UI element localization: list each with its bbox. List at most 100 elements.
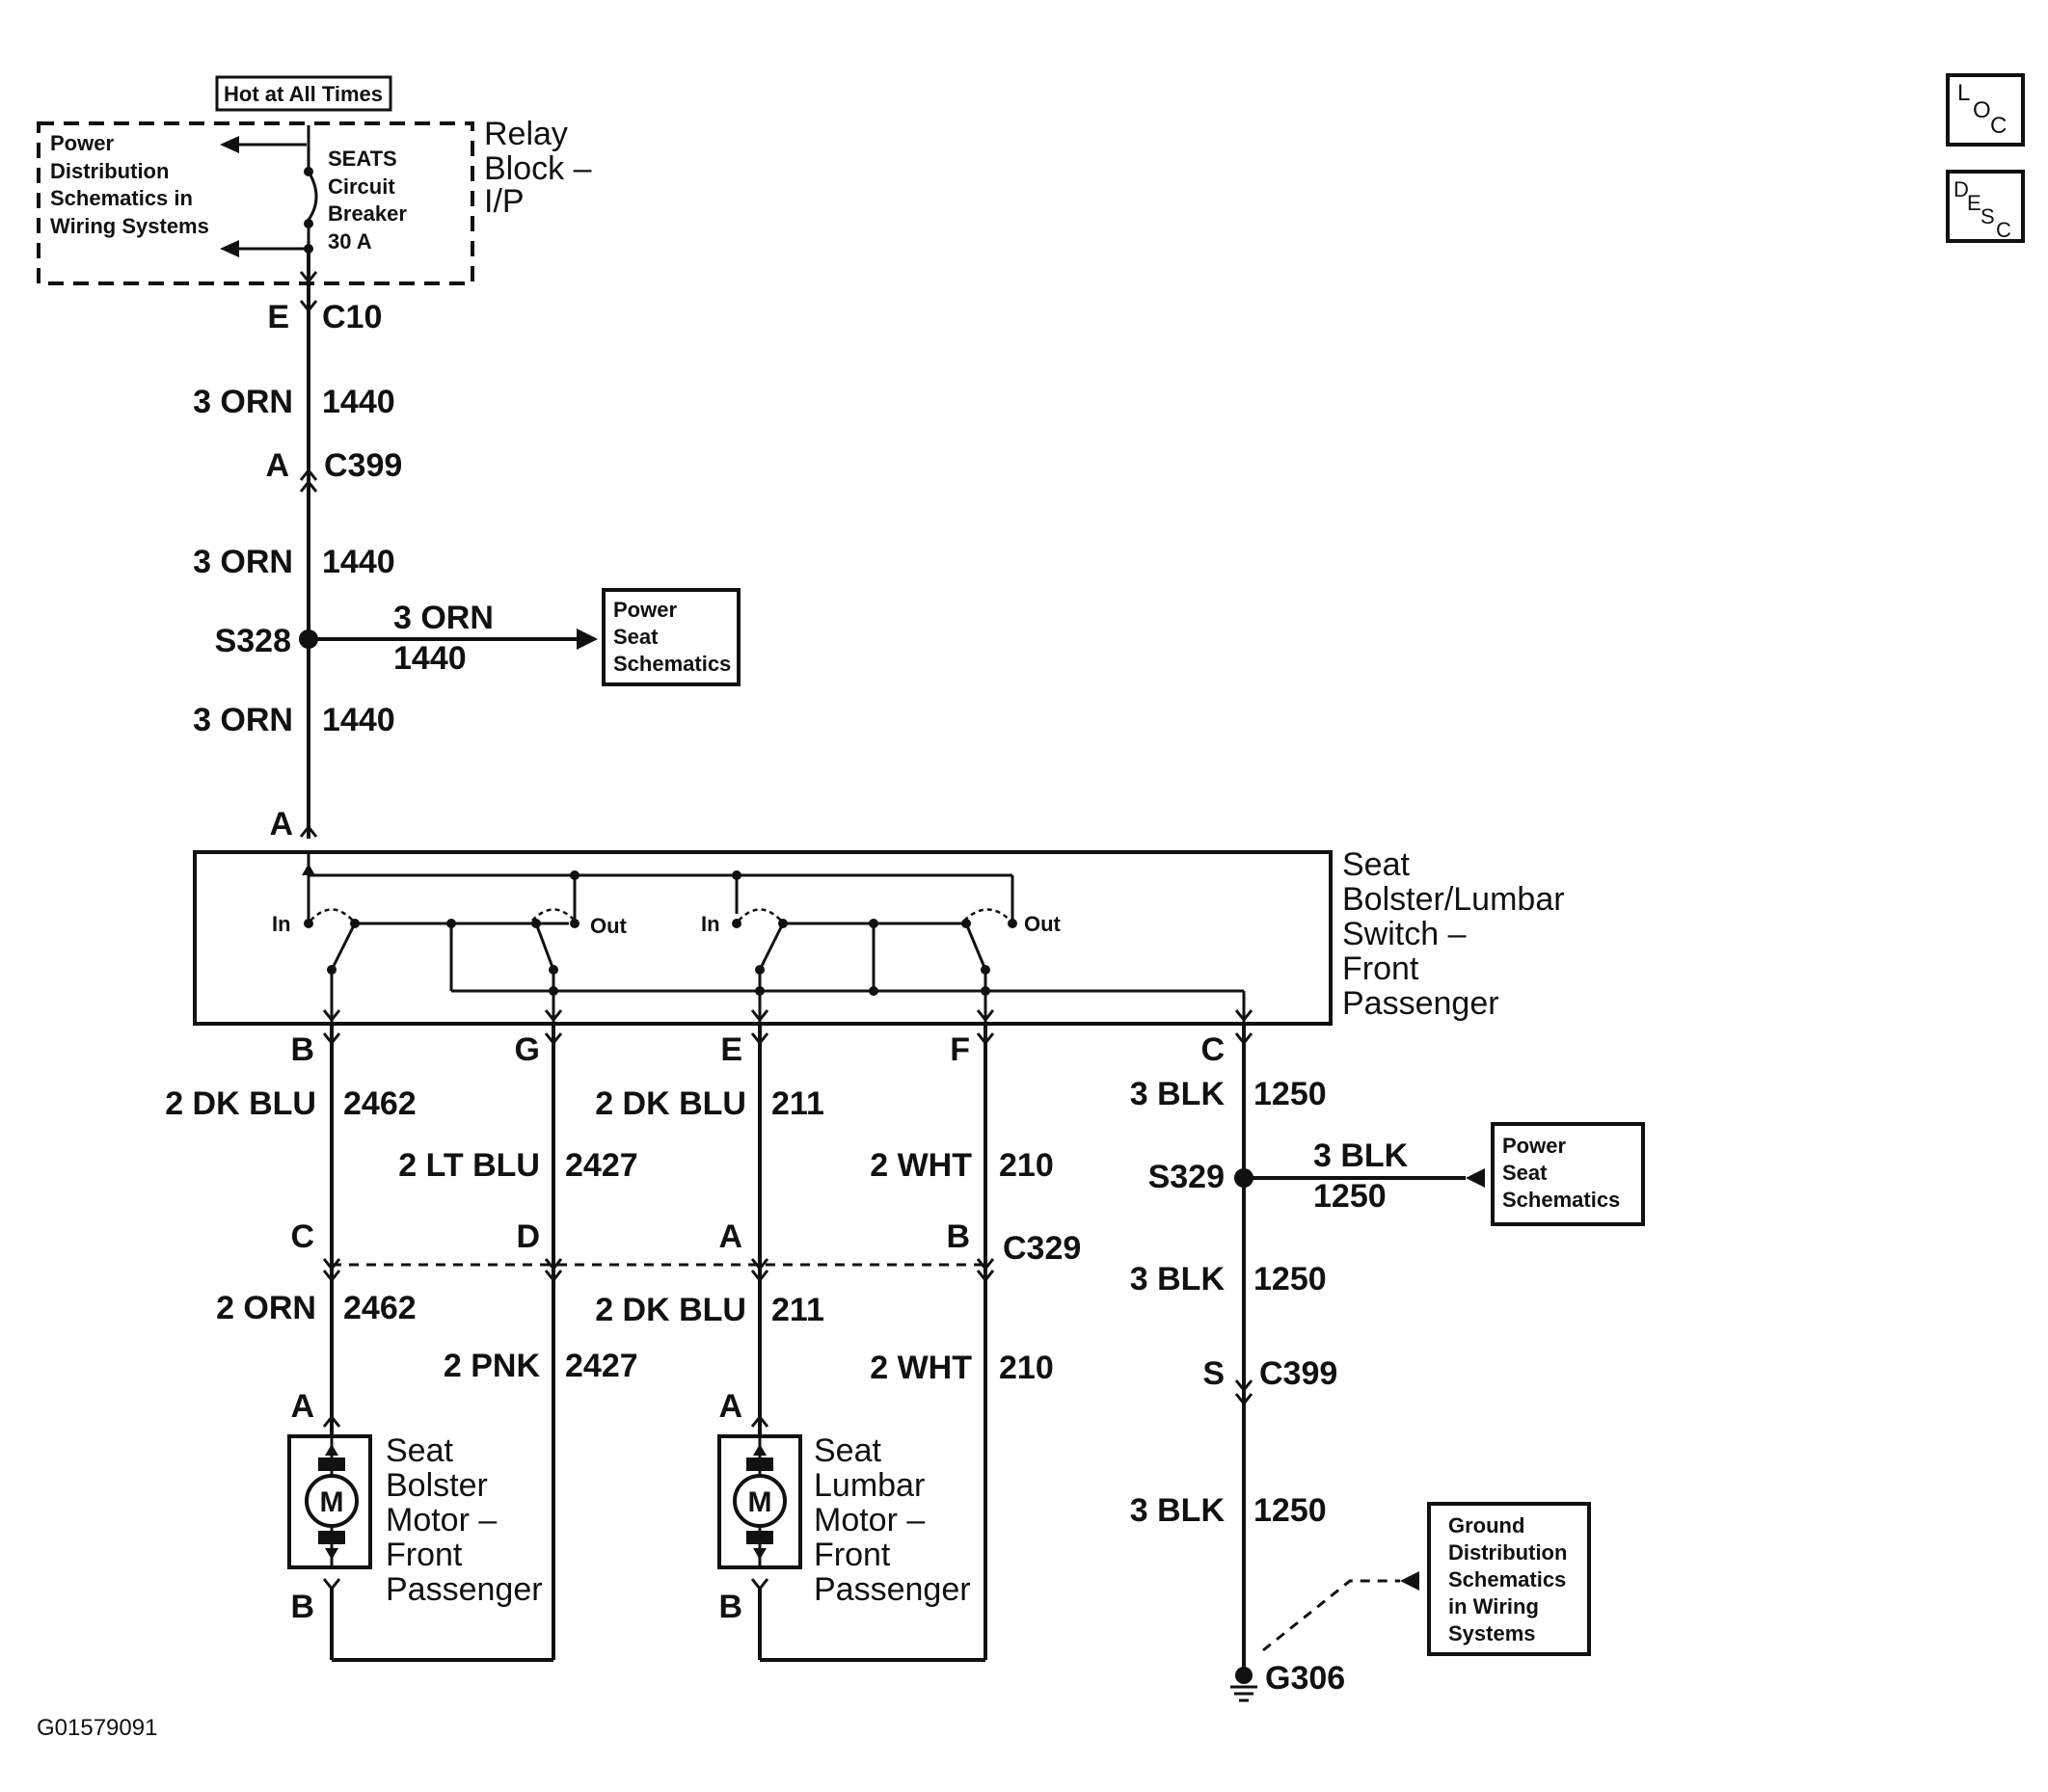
circuit-number: 211 — [771, 1292, 824, 1328]
seat-lumbar-motor-label: Seat Lumbar Motor – Front Passenger — [814, 1432, 971, 1608]
splice-s328: S328 — [215, 623, 291, 659]
wire-color: 2 PNK — [444, 1348, 541, 1384]
wire-color: 2 DK BLU — [595, 1085, 746, 1122]
power-distribution-ref[interactable]: Power Distribution Schematics in Wiring … — [50, 131, 209, 238]
motor-label-line: Front — [814, 1537, 891, 1573]
motor-label-line: Seat — [814, 1432, 881, 1469]
circuit-number: 2427 — [565, 1147, 638, 1184]
relay-label-line: Relay — [484, 116, 568, 152]
breaker-line: Breaker — [328, 201, 407, 226]
wire-color: 2 WHT — [870, 1350, 972, 1386]
motor-pin-a: A — [718, 1388, 742, 1425]
motor-label-line: Passenger — [386, 1571, 543, 1608]
motor-label-line: Front — [386, 1537, 463, 1573]
c399-label: C399 — [324, 447, 402, 484]
c329-pin: B — [946, 1218, 970, 1255]
circuit-number: 211 — [771, 1085, 824, 1122]
ref-line: Seat — [1502, 1161, 1548, 1185]
wire-color: 3 ORN — [193, 702, 293, 738]
ground-g306: G306 — [1265, 1660, 1345, 1697]
power-seat-schematics-ref[interactable]: Power Seat Schematics — [602, 588, 741, 686]
ref-line: Ground — [1448, 1513, 1524, 1538]
circuit-number: 210 — [999, 1350, 1054, 1386]
wire-color: 2 WHT — [870, 1147, 972, 1184]
ref-line: Distribution — [1448, 1540, 1567, 1565]
desc-letter-e: E — [1967, 191, 1981, 215]
breaker-line: 30 A — [328, 229, 372, 254]
ref-line: Power — [50, 131, 114, 155]
c10-label: C10 — [322, 299, 382, 335]
switch-label-line: Switch – — [1342, 916, 1467, 952]
ref-line: Seat — [613, 625, 659, 649]
motor-label-line: Passenger — [814, 1571, 971, 1608]
wire-color: 2 DK BLU — [595, 1292, 746, 1328]
pin-label: F — [950, 1031, 970, 1068]
ref-line: Schematics in — [50, 186, 193, 210]
motor-m-icon: M — [748, 1486, 772, 1518]
loc-letter-o: O — [1973, 97, 1991, 123]
c399-label: C399 — [1259, 1355, 1337, 1392]
wire-color: 2 ORN — [216, 1290, 316, 1326]
desc-button[interactable]: D E S C — [1946, 170, 2025, 243]
wire-color: 3 BLK — [1130, 1076, 1226, 1112]
ground-circuit — [1230, 1168, 1485, 1702]
in-label: In — [701, 912, 720, 936]
ground-distribution-ref[interactable]: Ground Distribution Schematics in Wiring… — [1427, 1502, 1591, 1656]
motor-label-line: Motor – — [814, 1502, 925, 1538]
switch-pin-a: A — [269, 806, 293, 843]
c399-pin: S — [1202, 1355, 1225, 1392]
breaker-line: SEATS — [328, 147, 397, 171]
power-distribution-arrows — [220, 136, 307, 257]
power-seat-schematics-ref-2[interactable]: Power Seat Schematics — [1491, 1122, 1645, 1226]
c329-pin: A — [718, 1218, 742, 1255]
hot-at-all-times-box: Hot at All Times — [215, 75, 392, 112]
loc-button[interactable]: L O C — [1946, 73, 2025, 147]
desc-letter-s: S — [1981, 204, 1995, 228]
branch-wire-color: 3 BLK — [1313, 1137, 1409, 1174]
ref-line: Wiring Systems — [50, 214, 209, 238]
branch-wire-color: 3 ORN — [393, 600, 494, 636]
in-label: In — [272, 912, 291, 936]
pin-label: C — [1200, 1031, 1225, 1068]
circuit-number: 1440 — [322, 702, 395, 738]
switch-label: Seat Bolster/Lumbar Switch – Front Passe… — [1342, 846, 1565, 1022]
c329-label: C329 — [1003, 1230, 1081, 1267]
figure-id: G01579091 — [37, 1715, 157, 1741]
seat-bolster-motor: M — [287, 1414, 553, 1662]
desc-letter-c: C — [1996, 218, 2011, 242]
switch-label-line: Bolster/Lumbar — [1342, 881, 1565, 918]
loc-letter-l: L — [1957, 80, 1970, 106]
circuit-number: 1440 — [322, 544, 395, 580]
branch-circuit-number: 1440 — [393, 640, 467, 677]
ref-line: Power — [613, 598, 677, 622]
ref-line: Power — [1502, 1134, 1566, 1158]
motor-label-line: Motor – — [386, 1502, 497, 1538]
motor-label-line: Seat — [386, 1432, 453, 1469]
switch-label-line: Passenger — [1342, 985, 1499, 1022]
ref-line: in Wiring — [1448, 1594, 1539, 1618]
switch-label-line: Seat — [1342, 846, 1410, 883]
motor-m-icon: M — [320, 1486, 344, 1518]
motor-pin-b: B — [718, 1589, 742, 1625]
out-label: Out — [1024, 912, 1062, 936]
ref-line: Systems — [1448, 1621, 1536, 1645]
ref-line: Schematics — [1448, 1567, 1566, 1591]
c329-pin: C — [290, 1218, 314, 1255]
c10-pin: E — [267, 299, 289, 335]
circuit-number: 1440 — [322, 384, 395, 420]
relay-block-outline — [37, 121, 474, 285]
ref-line: Distribution — [50, 159, 169, 183]
circuit-number: 1250 — [1253, 1492, 1327, 1529]
branch-circuit-number: 1250 — [1313, 1178, 1387, 1215]
ref-line: Schematics — [1502, 1188, 1620, 1212]
circuit-number: 2427 — [565, 1348, 638, 1384]
pin-label: E — [720, 1031, 742, 1068]
circuit-number: 2462 — [343, 1290, 417, 1326]
seats-circuit-breaker: SEATS Circuit Breaker 30 A — [304, 125, 407, 254]
hot-label: Hot at All Times — [224, 82, 383, 106]
circuit-number: 2462 — [343, 1085, 417, 1122]
wire-color: 2 DK BLU — [165, 1085, 316, 1122]
switch-output-wires — [322, 1024, 1253, 1675]
wire-color: 3 BLK — [1130, 1261, 1226, 1297]
